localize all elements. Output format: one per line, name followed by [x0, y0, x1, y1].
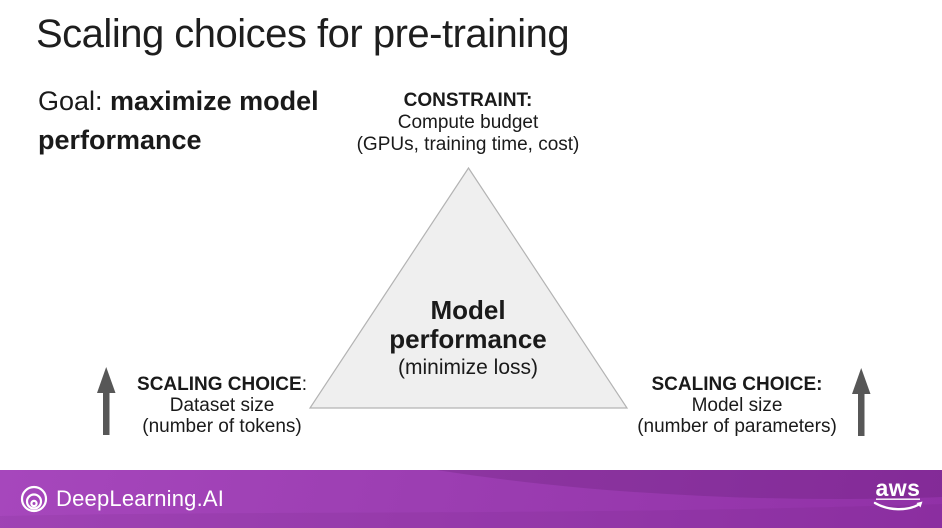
aws-logo: aws: [870, 475, 926, 520]
scaling-left-line2: (number of tokens): [142, 416, 302, 437]
scaling-right-line2: (number of parameters): [637, 416, 837, 437]
goal-prefix: Goal:: [38, 86, 111, 116]
constraint-block: CONSTRAINT: Compute budget (GPUs, traini…: [338, 90, 598, 156]
constraint-line2: (GPUs, training time, cost): [356, 134, 580, 155]
aws-smile-icon: [873, 498, 923, 511]
pyramid-label-line2: performance: [389, 324, 547, 354]
scaling-right-line1: Model size: [691, 395, 783, 416]
footer-swoosh-decoration: [0, 470, 942, 528]
goal-emphasis: maximize model performance: [38, 86, 319, 155]
footer-bar: DeepLearning.AI aws: [0, 470, 942, 528]
pyramid-label-subline: (minimize loss): [397, 356, 538, 379]
constraint-line1: Compute budget: [397, 112, 539, 133]
scaling-choice-left: SCALING CHOICE: Dataset size (number of …: [112, 374, 332, 437]
scaling-right-heading: SCALING CHOICE:: [651, 374, 823, 395]
constraint-heading: CONSTRAINT:: [403, 90, 533, 111]
aws-logo-text: aws: [875, 475, 921, 501]
pyramid-label-line1: Model: [430, 295, 506, 325]
pyramid-label: Model performance (minimize loss): [318, 296, 618, 380]
scaling-left-heading: SCALING CHOICE:: [137, 374, 307, 395]
deeplearning-brand: DeepLearning.AI: [20, 470, 224, 528]
slide-title: Scaling choices for pre-training: [36, 12, 570, 56]
goal-text: Goal: maximize model performance: [38, 82, 350, 160]
scaling-choice-right: SCALING CHOICE: Model size (number of pa…: [617, 374, 857, 437]
brand-name: DeepLearning.AI: [56, 486, 225, 511]
scaling-left-line1: Dataset size: [169, 395, 275, 416]
deeplearning-logo-icon: [20, 485, 48, 513]
